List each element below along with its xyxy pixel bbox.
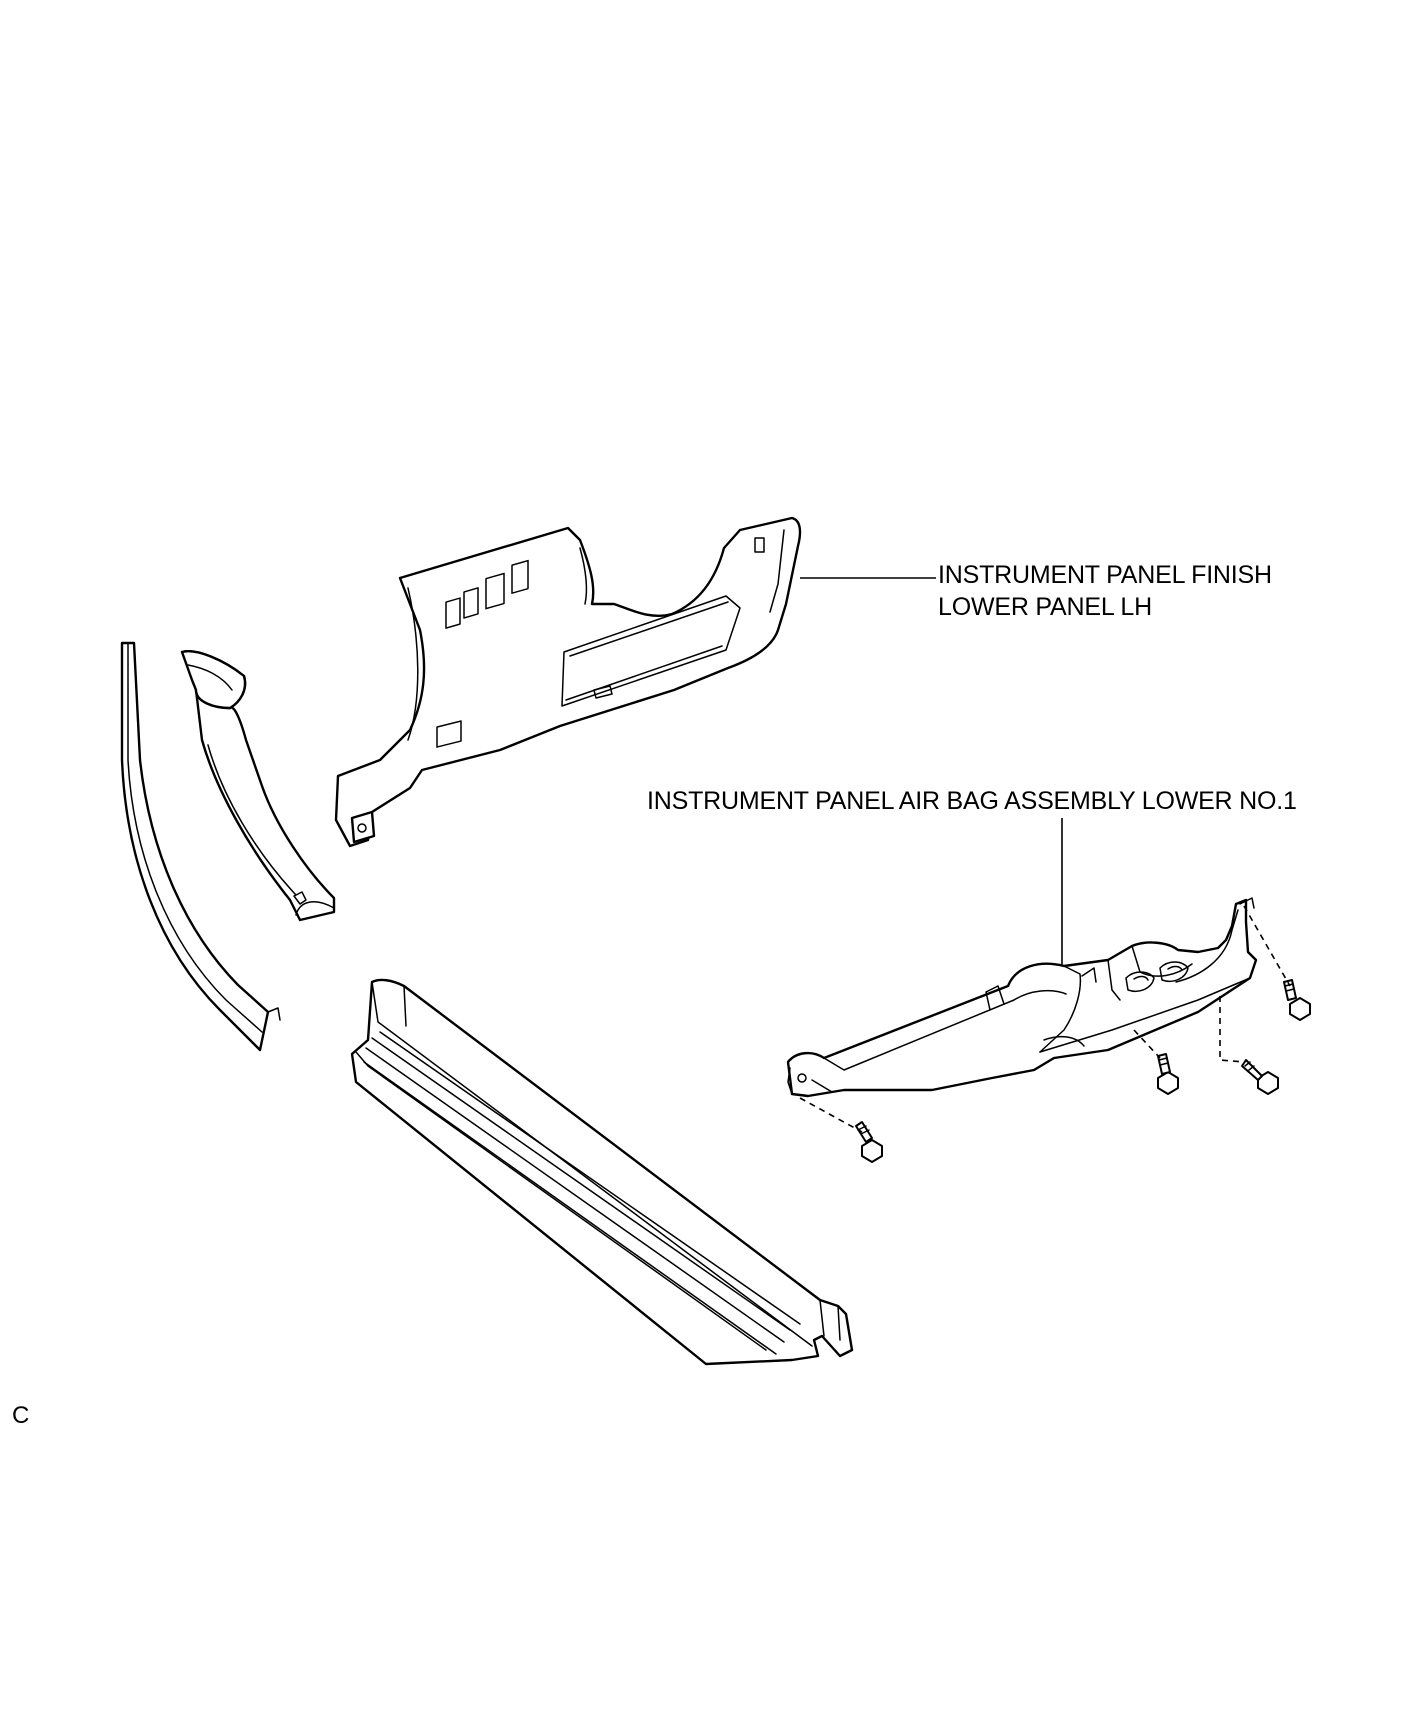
bolt-left <box>855 1121 883 1163</box>
corner-mark: C <box>12 1402 30 1429</box>
label-line-2: LOWER PANEL LH <box>938 593 1152 621</box>
bolt-right-lower <box>1241 1059 1279 1095</box>
air-bag-assembly-lower <box>786 897 1258 1098</box>
front-pillar-weatherstrip <box>120 641 281 1052</box>
front-door-scuff-plate <box>350 978 854 1366</box>
label-air-bag-assembly-lower: INSTRUMENT PANEL AIR BAG ASSEMBLY LOWER … <box>647 787 1297 815</box>
label-instrument-panel-finish-lower-panel: INSTRUMENT PANEL FINISH LOWER PANEL LH <box>938 559 1272 623</box>
front-pillar-lower-garnish <box>180 650 336 922</box>
instrument-panel-finish-lower-panel <box>334 516 802 848</box>
bolt-right-upper <box>1283 979 1311 1021</box>
label-line-1: INSTRUMENT PANEL FINISH <box>938 561 1272 589</box>
bolt-center <box>1157 1053 1179 1095</box>
installation-lines <box>799 905 1291 1133</box>
